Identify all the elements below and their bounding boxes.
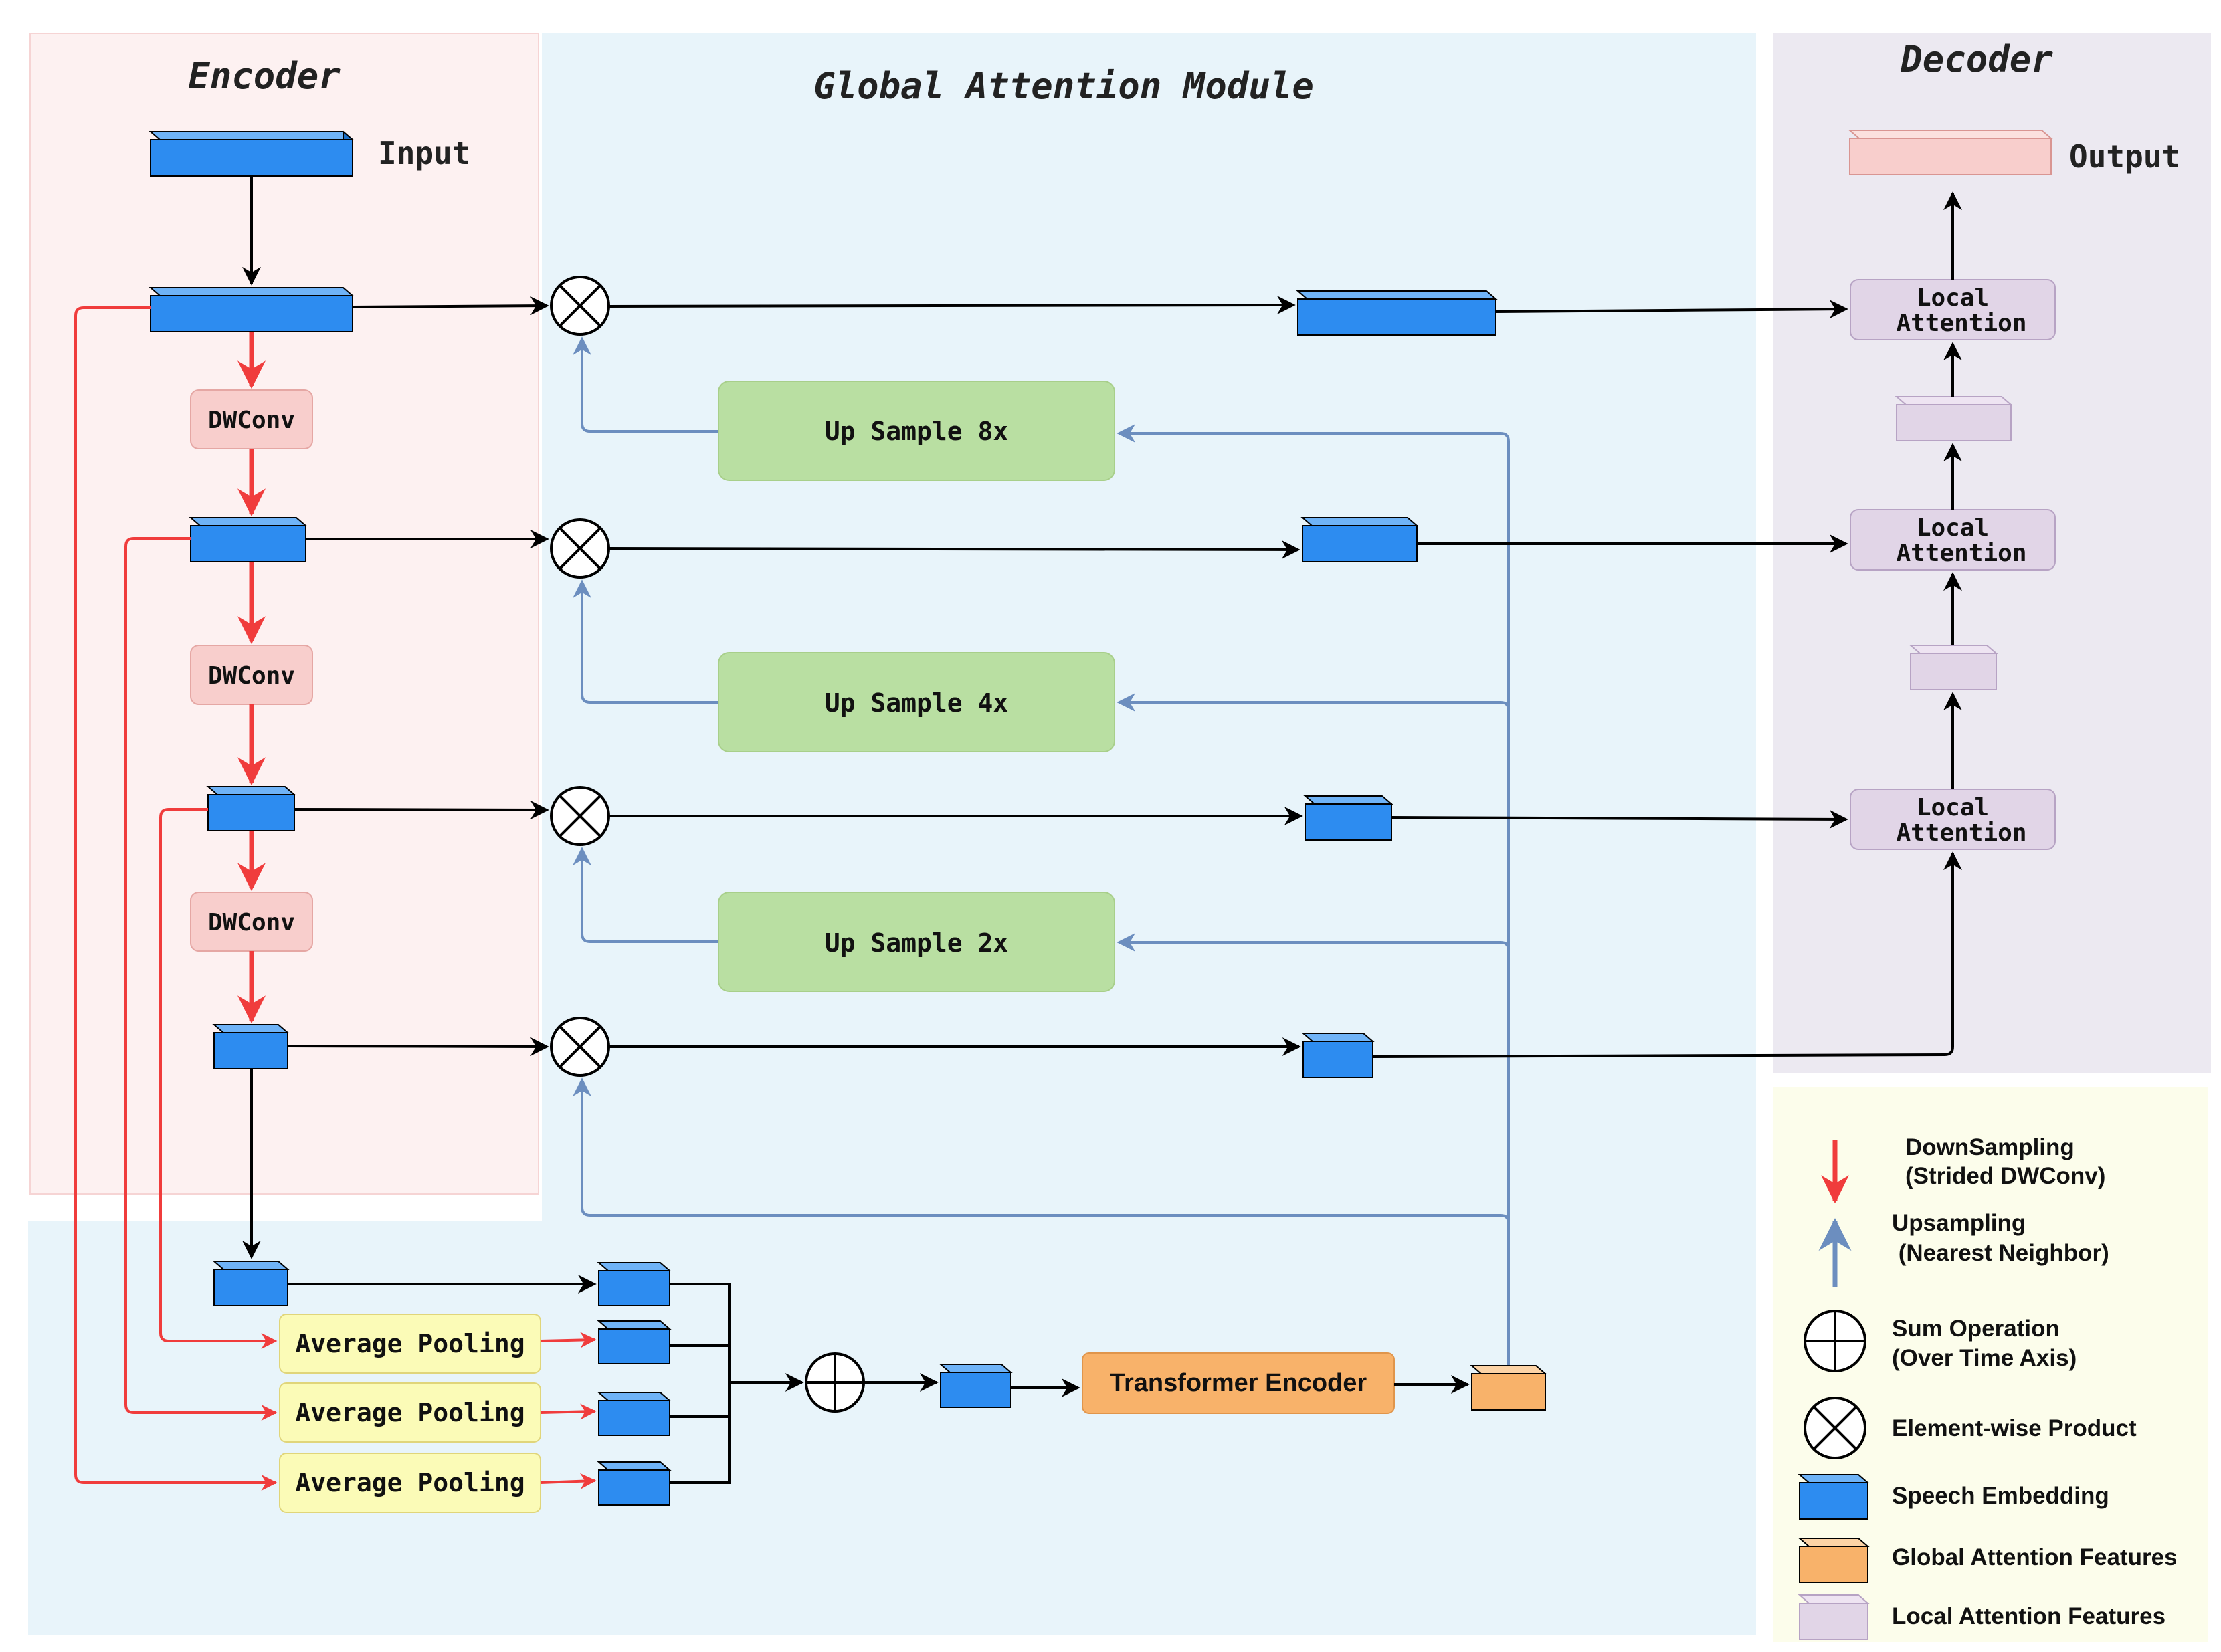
legend-local-features-text: Local Attention Features — [1892, 1603, 2165, 1629]
pooling2-to-embedding — [540, 1403, 597, 1420]
legend-sum-line1: Sum Operation — [1892, 1316, 2060, 1342]
svg-text:Up Sample 2x: Up Sample 2x — [825, 928, 1009, 958]
encoder-title: Encoder — [188, 55, 341, 97]
embedding3-to-product3 — [294, 800, 549, 819]
pooling3-to-embedding — [540, 1473, 597, 1489]
gam-embedding-4 — [1301, 1033, 1375, 1078]
svg-text:Local: Local — [1917, 514, 1989, 542]
svg-text:Average Pooling: Average Pooling — [295, 1468, 524, 1498]
gam-embedding-3 — [1303, 795, 1393, 841]
pool-embedding-direct — [597, 1262, 672, 1306]
gam-embedding-1 — [1296, 290, 1498, 336]
encoder-embedding-3 — [206, 786, 296, 831]
pool-embedding-1 — [597, 1320, 672, 1364]
upsample8x-to-product1 — [573, 336, 718, 433]
encoder-embedding-5 — [212, 1261, 290, 1306]
svg-text:Transformer Encoder: Transformer Encoder — [1110, 1369, 1367, 1397]
legend-local-features-icon — [1798, 1594, 1870, 1640]
product-operator-4 — [550, 1017, 610, 1077]
summed-embedding — [939, 1364, 1013, 1408]
gam-embedding1-to-local-attention1 — [1495, 300, 1848, 319]
average-pooling-box-2: Average Pooling — [279, 1382, 541, 1443]
pooling1-to-embedding — [540, 1332, 597, 1348]
local-attention-box-3: Local Attention — [1850, 789, 2056, 850]
global-to-upsample8x — [1117, 424, 1510, 1223]
embedding4-to-product4 — [287, 1037, 549, 1056]
skip-path-level2 — [124, 537, 278, 1421]
average-pooling-box-3: Average Pooling — [279, 1453, 541, 1513]
svg-text:Local: Local — [1917, 794, 1989, 821]
global-to-upsample4x — [1117, 693, 1510, 712]
legend-sum-line2: (Over Time Axis) — [1892, 1345, 2077, 1371]
gam-embedding4-to-local-attention3 — [1372, 851, 1962, 1058]
embedding1-to-product1 — [352, 296, 549, 316]
output-label: Output — [2069, 138, 2180, 175]
skip-path-level1 — [74, 306, 278, 1491]
pool-embedding-2 — [597, 1392, 672, 1436]
input-embedding-block — [149, 130, 355, 178]
input-label: Input — [378, 135, 470, 171]
svg-text:Up Sample 8x: Up Sample 8x — [825, 417, 1009, 446]
gam-embedding-2 — [1300, 517, 1419, 562]
svg-text:Up Sample 4x: Up Sample 4x — [825, 688, 1009, 718]
product2-to-gam-embedding2 — [608, 540, 1300, 559]
svg-text:Attention: Attention — [1896, 819, 2026, 847]
svg-text:DWConv: DWConv — [208, 662, 295, 690]
local-attention-box-2: Local Attention — [1850, 509, 2056, 571]
dwconv-box-1: DWConv — [190, 389, 313, 449]
svg-text:Attention: Attention — [1896, 310, 2026, 337]
average-pooling-box-1: Average Pooling — [279, 1314, 541, 1374]
legend-downsampling-line2: (Strided DWConv) — [1905, 1163, 2105, 1189]
product-operator-2 — [550, 518, 610, 579]
legend-upsampling-line1: Upsampling — [1892, 1210, 2026, 1236]
skip-path-level3-tail — [159, 808, 278, 1349]
svg-text:Average Pooling: Average Pooling — [295, 1329, 524, 1358]
legend-global-features-icon — [1798, 1538, 1870, 1583]
encoder-embedding-1 — [149, 287, 355, 332]
gam-embedding3-to-local-attention3 — [1391, 809, 1848, 829]
legend-upsampling-line2: (Nearest Neighbor) — [1892, 1240, 2109, 1266]
dwconv-box-2: DWConv — [190, 645, 313, 705]
svg-text:DWConv: DWConv — [208, 407, 295, 434]
local-feature-block-1 — [1895, 396, 2013, 441]
legend-global-features-text: Global Attention Features — [1892, 1544, 2178, 1570]
up-sample-8x-box: Up Sample 8x — [718, 381, 1115, 481]
legend-product-icon — [1804, 1397, 1866, 1459]
transformer-encoder-box: Transformer Encoder — [1082, 1352, 1395, 1414]
upsample2x-to-product3 — [573, 847, 718, 943]
svg-text:Local: Local — [1917, 284, 1989, 312]
legend: DownSampling (Strided DWConv) Upsampling… — [1798, 1134, 2178, 1640]
dwconv-box-3: DWConv — [190, 892, 313, 952]
local-attention-box-1: Local Attention — [1850, 279, 2056, 340]
svg-text:Attention: Attention — [1896, 540, 2026, 567]
svg-text:DWConv: DWConv — [208, 909, 295, 936]
up-sample-4x-box: Up Sample 4x — [718, 652, 1115, 752]
upsample4x-to-product2 — [573, 579, 718, 704]
encoder-embedding-4 — [212, 1024, 290, 1069]
encoder-embedding-2 — [189, 517, 308, 562]
legend-speech-embedding-text: Speech Embedding — [1892, 1483, 2109, 1509]
global-attention-panel — [542, 33, 1756, 1234]
global-attention-title: Global Attention Module — [813, 65, 1314, 107]
global-attention-feature-block — [1470, 1365, 1547, 1411]
sum-operator — [805, 1352, 865, 1413]
output-block — [1848, 130, 2053, 175]
product-operator-1 — [550, 276, 610, 336]
legend-speech-embedding-icon — [1798, 1474, 1870, 1520]
svg-text:Average Pooling: Average Pooling — [295, 1398, 524, 1427]
product1-to-gam-embedding1 — [608, 296, 1296, 315]
decoder-title: Decoder — [1900, 38, 2053, 80]
legend-product-text: Element-wise Product — [1892, 1415, 2137, 1441]
product-operator-3 — [550, 786, 610, 846]
up-sample-2x-box: Up Sample 2x — [718, 892, 1115, 992]
legend-downsampling-line1: DownSampling — [1905, 1134, 2074, 1160]
encoder-panel — [29, 33, 539, 1195]
legend-sum-icon — [1804, 1310, 1866, 1372]
global-to-upsample2x — [1117, 933, 1510, 952]
local-feature-block-2 — [1909, 645, 1998, 690]
pool-embedding-3 — [597, 1461, 672, 1506]
